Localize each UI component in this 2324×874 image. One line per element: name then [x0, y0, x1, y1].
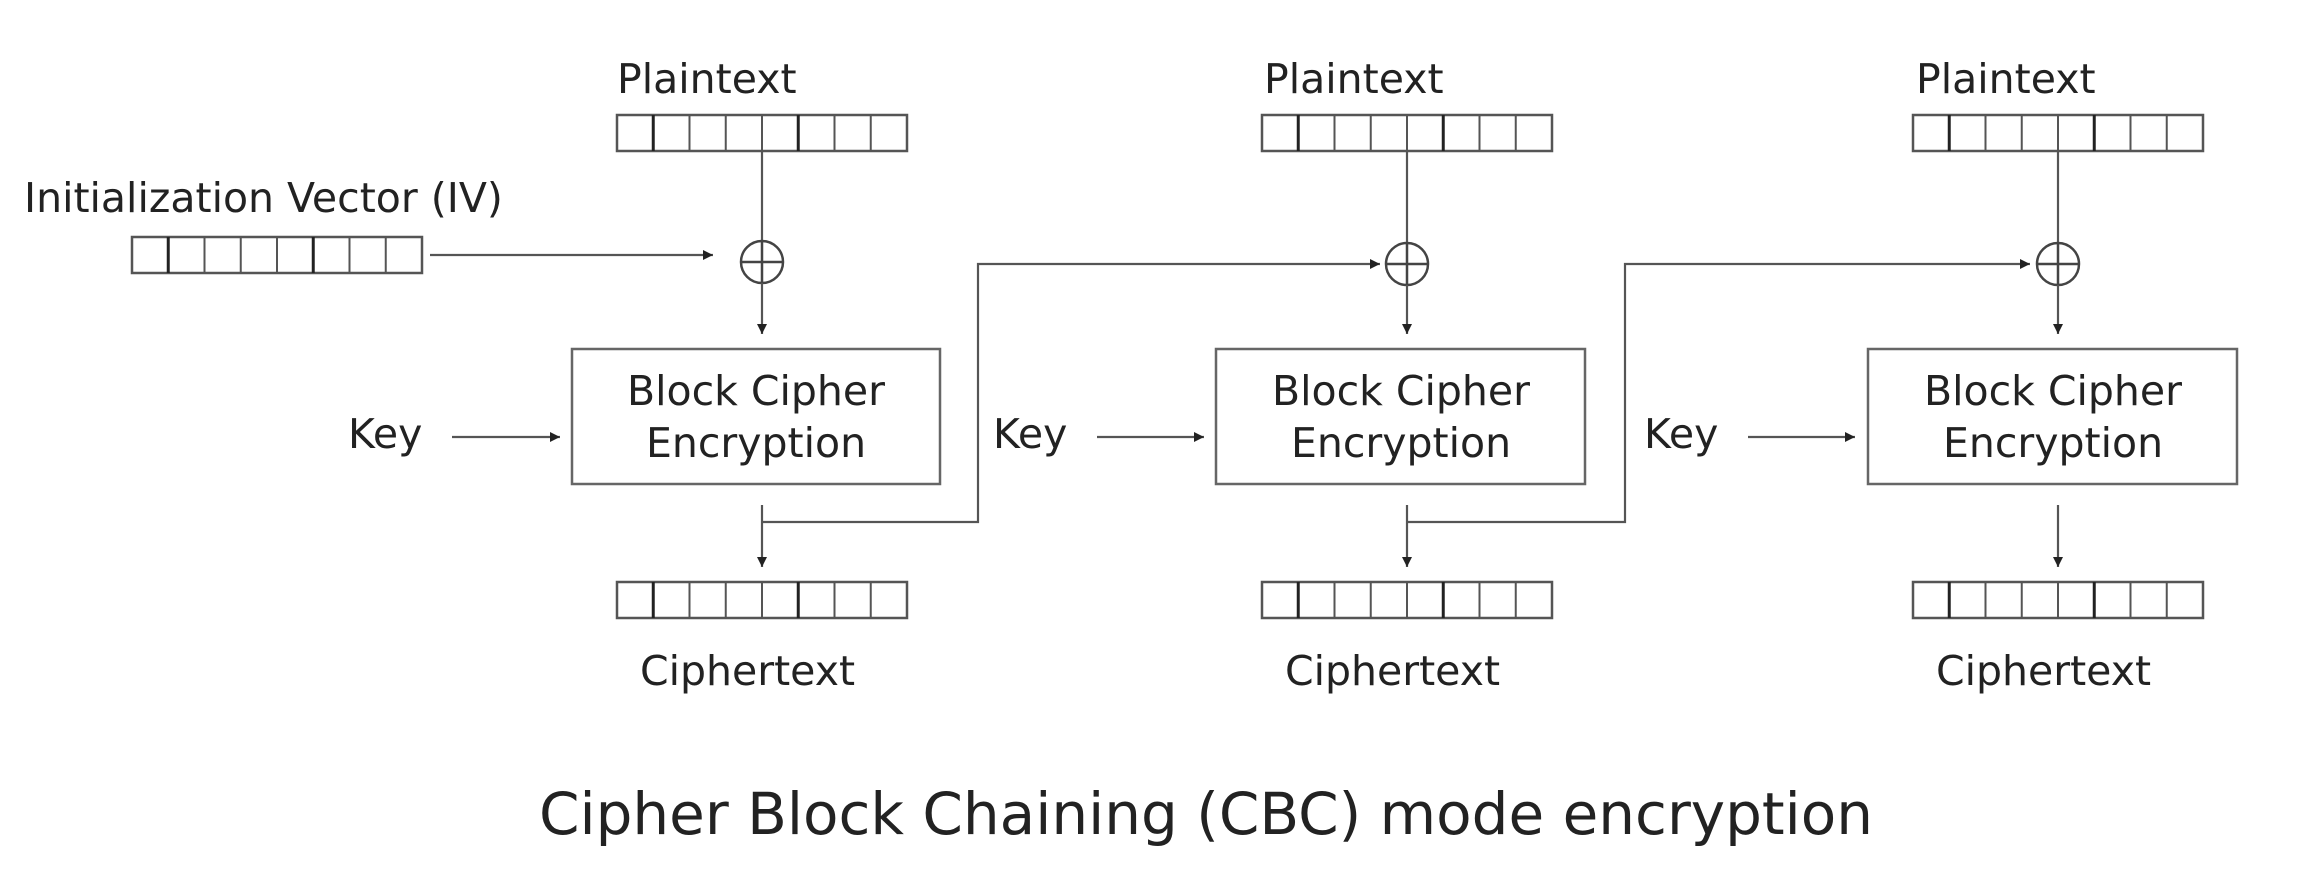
- ciphertext-register: [615, 580, 909, 620]
- stage-2: Plaintext Key Block Cipher Encryption Ci…: [993, 55, 1587, 695]
- block-cipher-box: [1214, 347, 1587, 486]
- plaintext-label: Plaintext: [1916, 55, 2096, 103]
- ciphertext-label: Ciphertext: [1936, 647, 2151, 695]
- key-label: Key: [348, 410, 422, 458]
- ciphertext-register: [1911, 580, 2205, 620]
- xor-icon: [2035, 241, 2081, 287]
- key-label: Key: [1644, 410, 1718, 458]
- xor-icon: [1384, 241, 1430, 287]
- block-cipher-label-line1: Block Cipher: [627, 367, 885, 415]
- block-cipher-label-line2: Encryption: [646, 419, 866, 467]
- block-cipher-label-line2: Encryption: [1291, 419, 1511, 467]
- chain-arrow-2-to-3: [1407, 259, 2030, 524]
- block-cipher-box: [570, 347, 942, 486]
- iv-register: [130, 235, 424, 275]
- plaintext-register: [1911, 113, 2205, 153]
- ciphertext-register: [1260, 580, 1554, 620]
- ciphertext-label: Ciphertext: [1285, 647, 1500, 695]
- block-cipher-label-line1: Block Cipher: [1272, 367, 1530, 415]
- ciphertext-label: Ciphertext: [640, 647, 855, 695]
- diagram-caption: Cipher Block Chaining (CBC) mode encrypt…: [539, 780, 1873, 848]
- plaintext-register: [615, 113, 909, 153]
- plaintext-register: [1260, 113, 1554, 153]
- key-label: Key: [993, 410, 1067, 458]
- iv-label: Initialization Vector (IV): [24, 174, 503, 222]
- plaintext-label: Plaintext: [1264, 55, 1444, 103]
- stage-1: Plaintext Key Block Cipher Encryption Ci…: [348, 55, 942, 695]
- block-cipher-box: [1866, 347, 2239, 486]
- block-cipher-label-line2: Encryption: [1943, 419, 2163, 467]
- xor-icon: [739, 239, 785, 285]
- chain-arrow-1-to-2: [762, 259, 1380, 524]
- block-cipher-label-line1: Block Cipher: [1924, 367, 2182, 415]
- plaintext-label: Plaintext: [617, 55, 797, 103]
- stage-3: Plaintext Key Block Cipher Encryption Ci…: [1644, 55, 2239, 695]
